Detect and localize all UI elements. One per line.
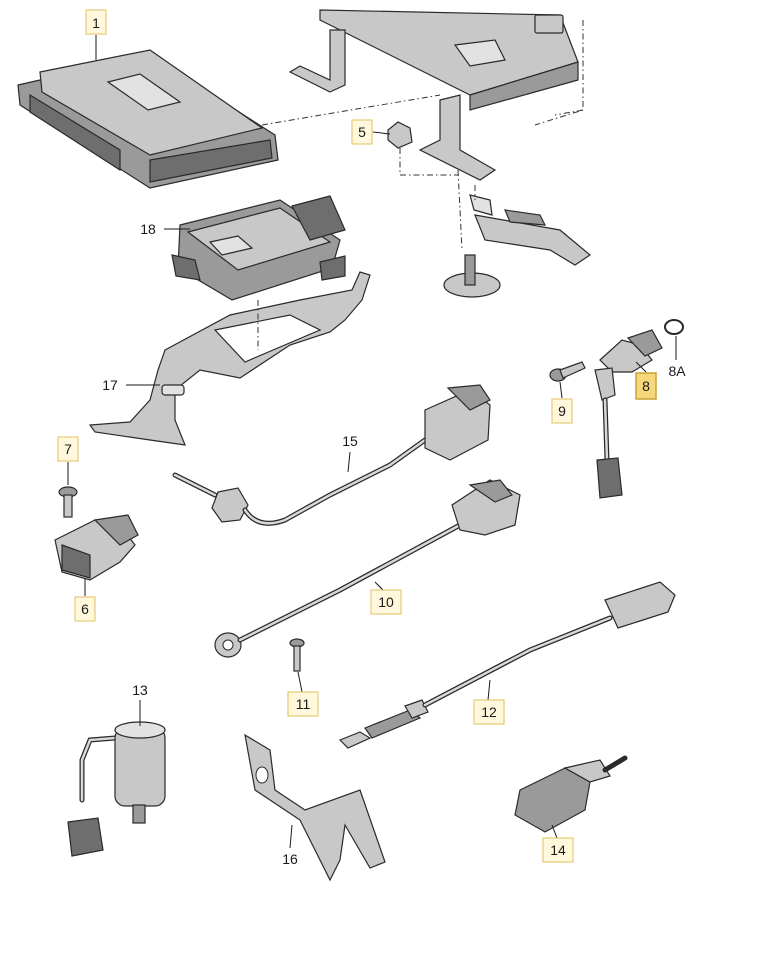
part-11-screw[interactable] [289,638,305,672]
callout-17[interactable]: 17 [102,377,118,393]
callout-label: 11 [296,696,311,712]
callout-label: 12 [481,704,497,720]
assembly-lines [257,20,584,350]
callout-14[interactable]: 14 [542,837,574,863]
callout-label: 5 [358,124,366,140]
clip-small [534,14,564,34]
callout-9[interactable]: 9 [551,398,573,424]
part-18-module[interactable] [171,195,346,301]
part-10-knock-sensor[interactable] [214,479,521,658]
callout-label: 14 [550,842,566,858]
part-16-bracket[interactable] [244,733,386,882]
part-8a-o-ring[interactable] [664,319,684,335]
part-1-control-unit[interactable] [17,49,279,189]
callout-18[interactable]: 18 [140,221,156,237]
part-15-sender[interactable] [172,384,491,526]
callout-15[interactable]: 15 [342,433,358,449]
part-7-screw[interactable] [58,486,78,518]
callout-1[interactable]: 1 [85,9,107,35]
callout-10[interactable]: 10 [370,589,402,615]
callout-label: 7 [64,441,72,457]
callout-7[interactable]: 7 [57,436,79,462]
part-12-oxygen-sensor[interactable] [338,581,676,749]
callout-label: 1 [92,15,100,31]
callout-label: 17 [102,377,118,393]
callout-16[interactable]: 16 [282,851,298,867]
callout-label: 18 [140,221,156,237]
part-14-switch[interactable] [514,755,628,833]
part-8-speed-sensor[interactable] [594,329,663,499]
callout-8[interactable]: 8 [635,372,657,400]
callout-13[interactable]: 13 [132,682,148,698]
top-bracket[interactable] [288,9,579,181]
callout-label: 16 [282,851,298,867]
callout-label: 6 [81,601,89,617]
part-9-bolt[interactable] [549,361,586,382]
stud-base[interactable] [443,254,501,298]
callout-label: 8 [642,378,650,394]
callout-label: 13 [132,682,148,698]
callout-8a[interactable]: 8A [668,363,686,379]
part-17-bracket[interactable] [88,271,371,446]
mount-clip-right[interactable] [469,194,592,266]
part-5-clip[interactable] [387,121,413,149]
callout-11[interactable]: 11 [287,691,319,717]
callout-label: 15 [342,433,358,449]
callout-6[interactable]: 6 [74,596,96,622]
callout-label: 8A [668,363,686,379]
part-6-sensor[interactable] [54,514,139,581]
callout-label: 9 [558,403,566,419]
callout-5[interactable]: 5 [351,119,373,145]
callout-label: 10 [378,594,394,610]
callout-12[interactable]: 12 [473,699,505,725]
part-13-valve[interactable] [67,721,166,857]
